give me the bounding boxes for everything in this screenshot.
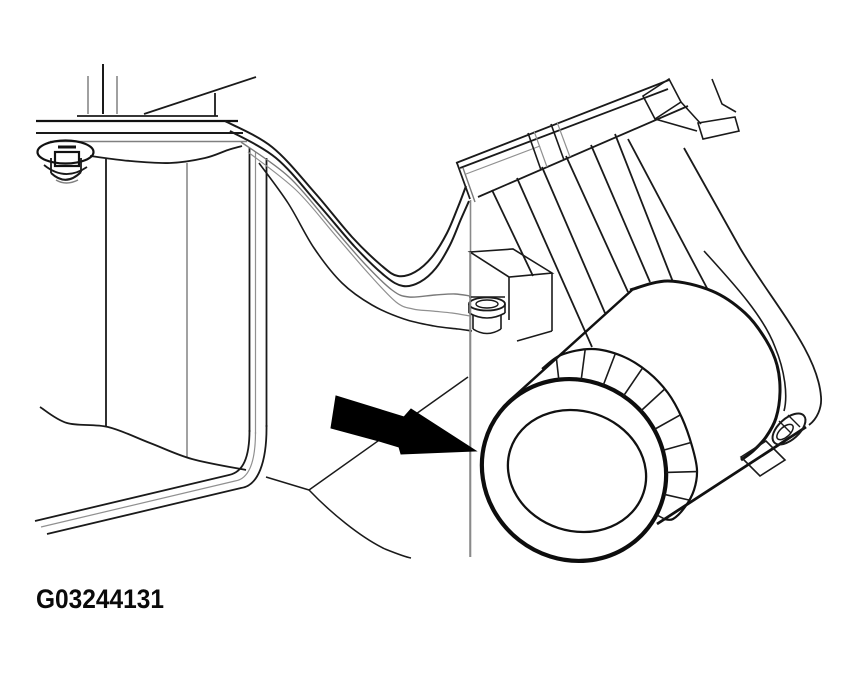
svg-text:G03244131: G03244131 [36,584,164,614]
